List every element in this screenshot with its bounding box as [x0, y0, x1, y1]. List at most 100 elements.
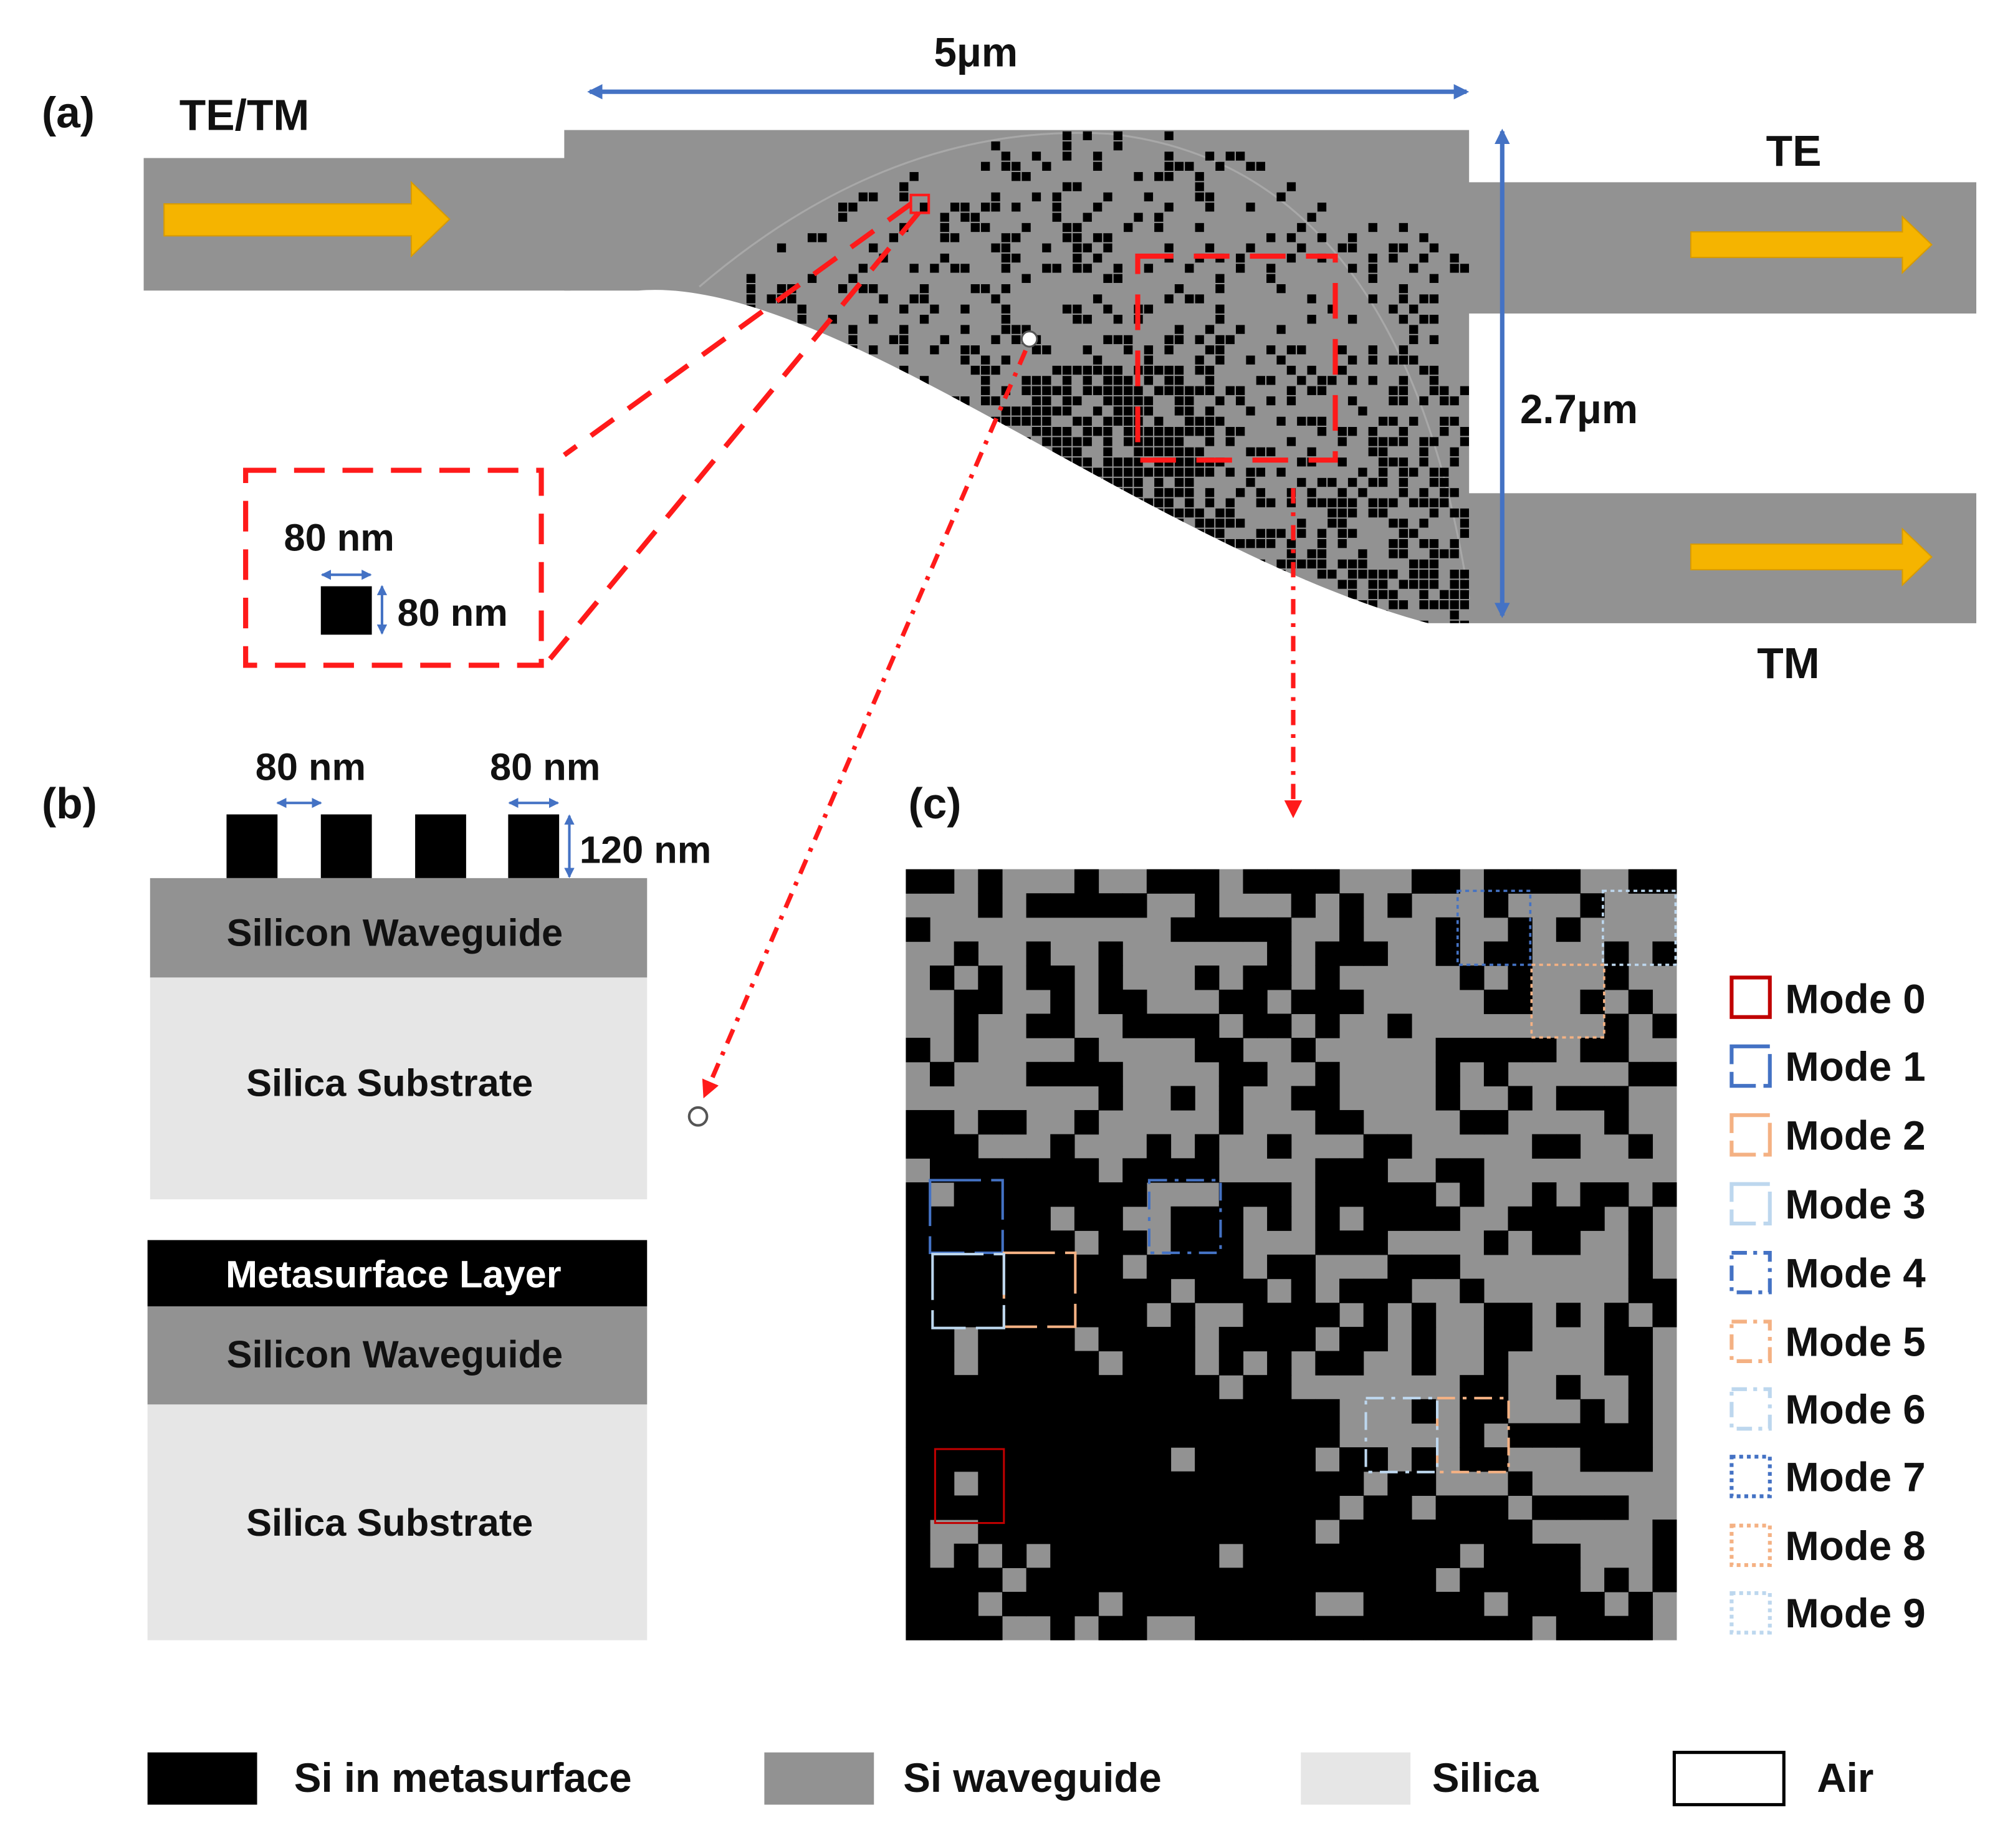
zoomed-pixel: [1580, 1591, 1605, 1617]
zoomed-pixel: [1098, 1543, 1123, 1568]
zoomed-pixel: [1483, 989, 1509, 1015]
metasurface-pixel: [1042, 549, 1051, 558]
zoomed-pixel: [1195, 1013, 1220, 1038]
metasurface-pixel: [1205, 590, 1215, 600]
metasurface-pixel: [1246, 559, 1255, 568]
metasurface-pixel: [1307, 294, 1316, 304]
zoomed-pixel: [1050, 1616, 1075, 1640]
metasurface-pixel: [879, 294, 888, 304]
zoomed-pixel: [1315, 1616, 1340, 1640]
zoomed-pixel: [954, 1206, 978, 1231]
metasurface-pixel: [1093, 355, 1103, 365]
metasurface-pixel: [1368, 508, 1377, 518]
metasurface-pixel: [1021, 223, 1031, 232]
metasurface-pixel: [1042, 498, 1051, 507]
metasurface-pixel: [1001, 284, 1011, 294]
metasurface-pixel: [1450, 590, 1459, 600]
zoomed-pixel: [1026, 1568, 1051, 1592]
metasurface-pixel: [1042, 345, 1051, 355]
metasurface-pixel: [1429, 498, 1439, 507]
input-arrow: [163, 180, 451, 258]
metasurface-pixel: [1185, 457, 1194, 467]
metasurface-pixel: [858, 549, 868, 558]
metasurface-pixel: [828, 457, 837, 467]
zoomed-pixel: [1315, 1423, 1340, 1448]
metasurface-pixel: [1286, 396, 1296, 406]
metasurface-pixel: [1052, 437, 1061, 446]
zoomed-pixel: [930, 1399, 955, 1424]
metasurface-pixel: [1235, 590, 1245, 600]
metasurface-pixel: [1174, 529, 1184, 538]
zoomed-pixel: [1002, 1158, 1027, 1183]
metasurface-pixel: [981, 508, 990, 518]
metasurface-pixel: [838, 437, 848, 446]
zoomed-pixel: [1122, 1520, 1147, 1544]
metasurface-pixel: [1347, 620, 1357, 623]
zoomed-pixel: [1267, 1543, 1292, 1568]
metasurface-pixel: [777, 467, 787, 477]
metasurface-pixel: [1164, 335, 1174, 345]
zoomed-pixel: [1218, 1110, 1244, 1135]
zoomed-pixel: [1628, 1206, 1653, 1231]
zoomed-pixel: [1339, 1326, 1364, 1352]
metasurface-pixel: [828, 600, 837, 610]
metasurface-pixel: [1327, 508, 1337, 518]
zoomed-pixel: [1604, 1086, 1629, 1111]
zoomed-pixel: [1508, 1543, 1533, 1568]
metasurface-pixel: [1235, 580, 1245, 589]
metasurface-pixel: [1450, 580, 1459, 589]
metasurface-pixel: [899, 590, 909, 600]
zoomed-pixel: [1628, 1375, 1653, 1400]
zoomed-pixel: [1026, 1495, 1051, 1520]
zoomed-pixel: [1435, 1206, 1460, 1231]
metasurface-pixel: [1276, 355, 1286, 365]
metasurface-pixel: [1399, 243, 1409, 252]
metasurface-pixel: [1378, 437, 1388, 446]
zoomed-pixel: [1026, 893, 1051, 918]
metasurface-pixel: [1246, 406, 1255, 416]
metasurface-pixel: [797, 600, 806, 610]
metasurface-pixel: [818, 488, 827, 497]
zoomed-pixel: [1074, 1495, 1099, 1520]
metasurface-pixel: [1103, 335, 1112, 345]
mode-1-box: [929, 1179, 1004, 1255]
metasurface-pixel: [1368, 590, 1377, 600]
silicon-waveguide-layer: [147, 1306, 648, 1405]
metasurface-pixel: [1337, 488, 1347, 497]
metasurface-pixel: [1124, 498, 1133, 507]
zoomed-pixel: [1291, 1303, 1316, 1328]
zoomed-pixel: [1411, 1543, 1437, 1568]
zoomed-pixel: [930, 965, 955, 990]
metasurface-pixel: [950, 559, 960, 568]
metasurface-pixel: [1286, 182, 1296, 191]
metasurface-pixel: [767, 590, 776, 600]
metasurface-pixel: [1409, 416, 1418, 426]
metasurface-pixel: [1440, 498, 1449, 507]
zoomed-pixel: [1339, 1182, 1364, 1207]
metasurface-pixel: [1368, 620, 1377, 623]
metasurface-pixel: [1062, 406, 1072, 416]
metasurface-pixel: [1185, 396, 1194, 406]
metasurface-pixel: [1317, 570, 1327, 579]
metasurface-pixel: [767, 325, 776, 334]
zoomed-pixel: [930, 1206, 955, 1231]
zoomed-pixel: [1195, 1520, 1220, 1544]
metasurface-pixel: [879, 610, 888, 620]
metasurface-pixel: [1073, 365, 1082, 375]
zoomed-pixel: [1098, 1568, 1123, 1592]
zoomed-pixel: [1363, 1447, 1388, 1472]
metasurface-pixel: [726, 416, 735, 426]
metasurface-pixel: [889, 477, 899, 487]
metasurface-pixel: [1164, 203, 1174, 212]
metasurface-pixel: [1440, 477, 1449, 487]
metasurface-pixel: [960, 304, 970, 314]
zoomed-pixel: [1580, 893, 1605, 918]
metasurface-pixel: [940, 477, 949, 487]
width-dimension-label: 80 nm: [490, 745, 600, 788]
metasurface-pixel: [1276, 570, 1286, 579]
metasurface-pixel: [1052, 365, 1061, 375]
zoomed-pixel: [1074, 1568, 1099, 1592]
zoomed-pixel: [1050, 1520, 1075, 1544]
zoomed-pixel: [1339, 1520, 1364, 1544]
zoomed-pixel: [1363, 1230, 1388, 1255]
